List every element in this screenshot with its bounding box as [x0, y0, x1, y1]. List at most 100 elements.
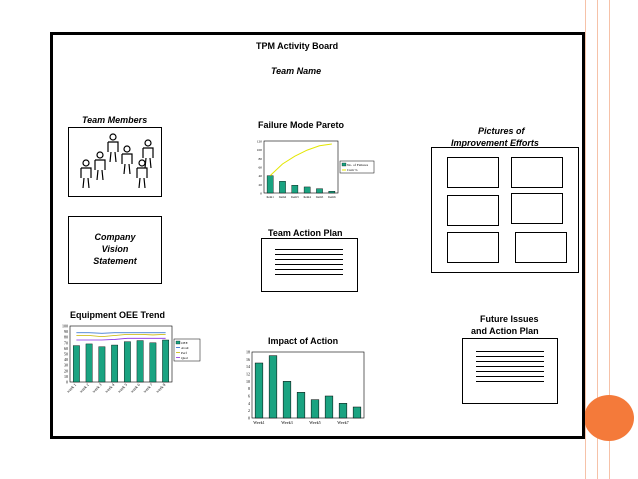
- picture-placeholder-6: [515, 232, 567, 263]
- oee-y-tick-9: 90: [64, 329, 68, 334]
- impact-y-tick-5: 10: [246, 379, 250, 384]
- oee-x-tick-4: week 5: [116, 382, 128, 394]
- oee-legend-label-0: OEE: [181, 341, 188, 345]
- picture-placeholder-2: [511, 157, 563, 188]
- oee-y-tick-2: 20: [64, 368, 68, 373]
- impact-y-tick-0: 0: [248, 416, 250, 421]
- oee-y-tick-7: 70: [64, 340, 68, 345]
- board-title: TPM Activity Board: [256, 41, 339, 51]
- impact-bar-1: [268, 355, 278, 419]
- pictures-title-2: Improvement Efforts: [451, 138, 539, 148]
- pareto-bar-4: [316, 188, 323, 194]
- oee-bar-0: [72, 345, 80, 383]
- impact-bar-0: [254, 362, 264, 419]
- impact-x-tick-1: Week3: [281, 420, 293, 425]
- picture-placeholder-4: [511, 193, 563, 224]
- oee-x-tick-5: week 6: [129, 382, 141, 394]
- oee-x-tick-3: week 4: [104, 382, 116, 394]
- oee-line-perf: [76, 333, 166, 338]
- impact-bar-5: [324, 395, 334, 419]
- oee-bar-1: [85, 343, 93, 383]
- oee-legend-box: [173, 338, 201, 362]
- oee-y-tick-4: 40: [64, 357, 68, 362]
- future-box: [462, 338, 558, 404]
- pareto-bar-0: [266, 175, 274, 194]
- oee-legend-label-2: Perf: [181, 351, 188, 355]
- future-lines: [476, 351, 544, 386]
- action-plan-box: [261, 238, 358, 292]
- pareto-x-tick-1: Item2: [279, 195, 287, 199]
- oee-legend-label-1: Avail: [181, 346, 189, 350]
- oee-line-avail: [76, 332, 166, 334]
- accent-circle: [584, 395, 634, 441]
- oee-y-tick-6: 60: [64, 346, 68, 351]
- pareto-x-tick-3: Item4: [303, 195, 311, 199]
- pareto-y-tick-3: 60: [259, 166, 263, 170]
- team-members-box: [68, 127, 162, 197]
- impact-y-tick-4: 8: [248, 386, 250, 391]
- pareto-bar-5: [328, 191, 336, 194]
- oee-x-tick-2: week 3: [91, 382, 103, 394]
- impact-plot-area: [251, 351, 365, 419]
- oee-legend-swatch-0: [175, 340, 181, 345]
- pareto-legend-swatch-0: [341, 162, 347, 167]
- team-name: Team Name: [271, 66, 322, 76]
- pareto-x-tick-4: Item5: [316, 195, 324, 199]
- impact-bar-6: [338, 403, 348, 419]
- pareto-y-tick-5: 100: [257, 148, 263, 152]
- impact-y-tick-6: 12: [246, 372, 250, 377]
- picture-placeholder-5: [447, 232, 499, 263]
- pareto-y-tick-0: 0: [260, 192, 262, 196]
- pareto-y-tick-6: 120: [257, 140, 263, 144]
- oee-x-tick-1: week 2: [78, 382, 90, 394]
- oee-bar-2: [98, 346, 106, 383]
- picture-placeholder-3: [447, 195, 499, 226]
- vision-line-3: Statement: [93, 256, 137, 266]
- pareto-x-tick-0: Item1: [266, 195, 274, 199]
- oee-line-qual: [76, 337, 166, 341]
- future-title-2: and Action Plan: [471, 326, 539, 336]
- pareto-legend-label-1: Cum %: [347, 168, 358, 172]
- oee-y-tick-3: 30: [64, 363, 68, 368]
- impact-title: Impact of Action: [268, 336, 339, 346]
- pareto-bar-2: [291, 185, 299, 194]
- impact-y-tick-3: 6: [248, 394, 250, 399]
- vision-statement-box: Company Vision Statement: [68, 216, 162, 284]
- pareto-bar-3: [303, 186, 311, 194]
- vision-line-1: Company: [94, 232, 136, 242]
- impact-y-tick-2: 4: [248, 401, 250, 406]
- pareto-cum-line: [269, 143, 332, 177]
- impact-y-tick-8: 16: [246, 357, 250, 362]
- pareto-bar-1: [279, 181, 286, 194]
- pictures-title-1: Pictures of: [478, 126, 525, 136]
- oee-x-tick-0: week 1: [65, 382, 77, 394]
- pareto-plot-area: [263, 140, 339, 194]
- impact-y-tick-9: 18: [246, 350, 250, 355]
- oee-bar-7: [162, 339, 170, 383]
- impact-y-tick-7: 14: [246, 364, 250, 369]
- oee-bar-5: [136, 340, 144, 383]
- pareto-title: Failure Mode Pareto: [258, 120, 345, 130]
- oee-x-tick-6: week 7: [142, 382, 154, 394]
- impact-bar-4: [310, 399, 320, 419]
- impact-y-tick-1: 2: [248, 408, 250, 413]
- oee-legend-label-3: Qual: [181, 356, 188, 360]
- pictures-box: [431, 147, 579, 273]
- action-plan-title: Team Action Plan: [268, 228, 343, 238]
- pareto-y-tick-2: 40: [259, 174, 263, 178]
- oee-bar-3: [111, 344, 119, 383]
- oee-y-tick-0: 0: [66, 380, 68, 385]
- oee-bar-6: [149, 342, 157, 383]
- oee-y-tick-8: 80: [64, 335, 68, 340]
- oee-bar-4: [123, 341, 131, 383]
- future-title-1: Future Issues: [480, 314, 539, 324]
- impact-bar-2: [282, 381, 292, 419]
- pareto-y-tick-4: 80: [259, 157, 263, 161]
- people-icon: [80, 133, 154, 189]
- impact-x-tick-0: Week1: [253, 420, 265, 425]
- oee-y-tick-1: 10: [64, 374, 68, 379]
- impact-bar-3: [296, 392, 306, 419]
